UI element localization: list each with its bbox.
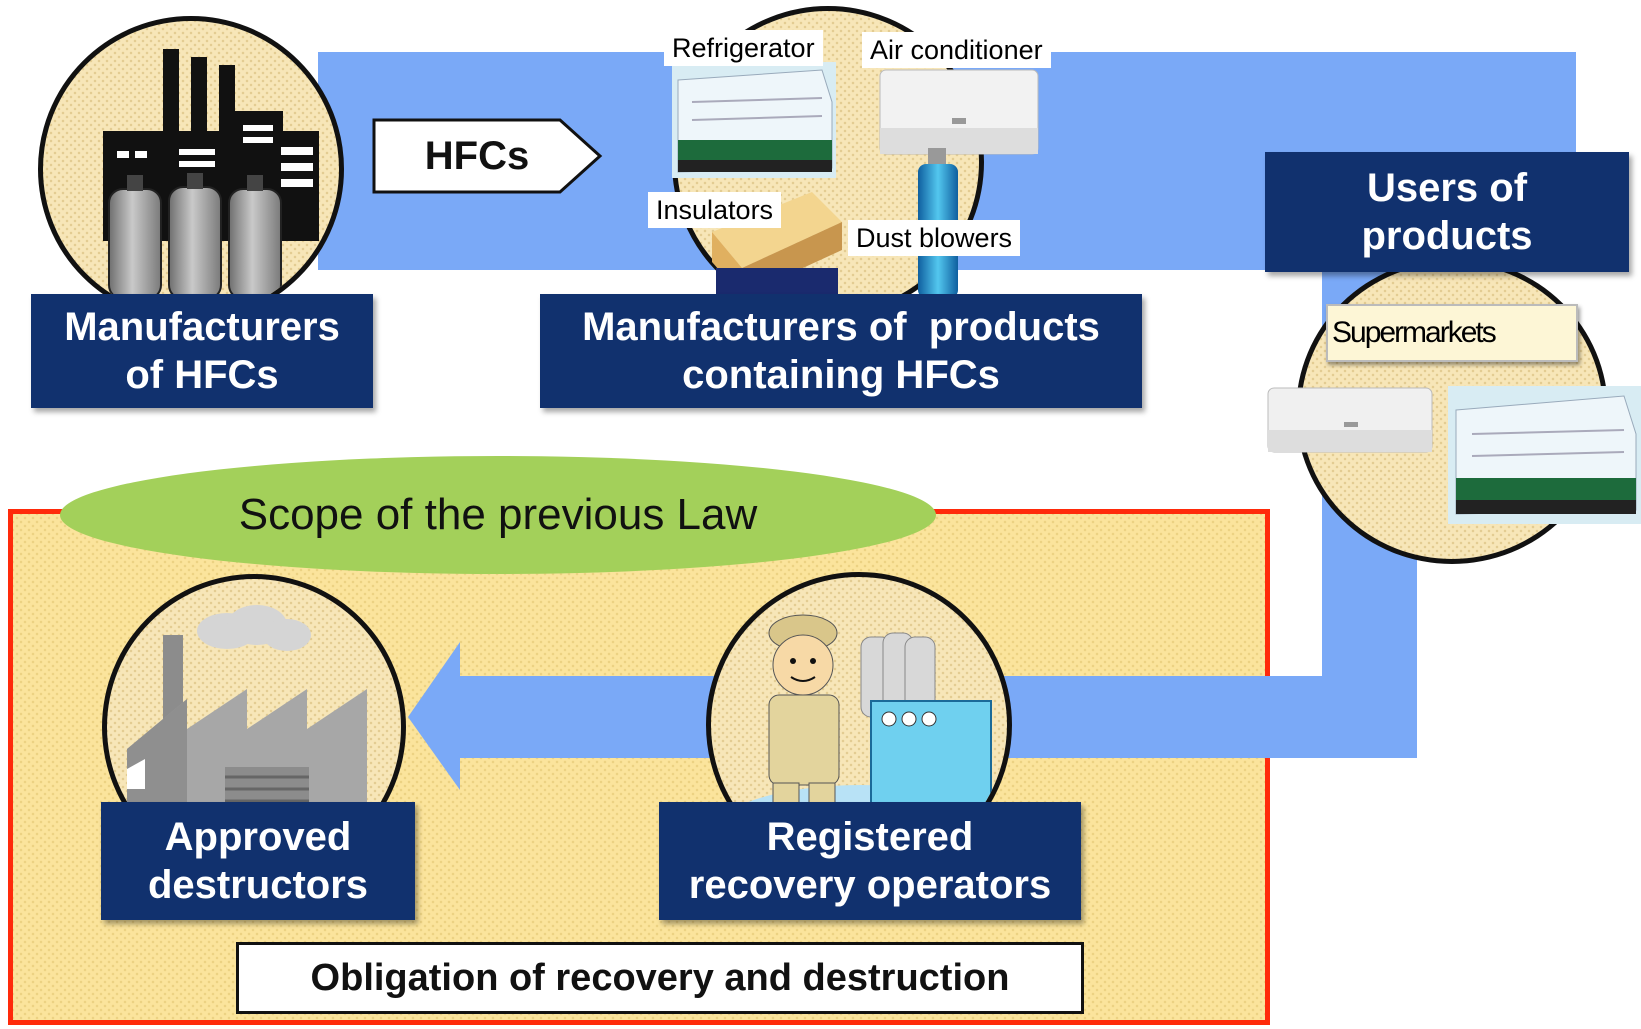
refrigerator-label: Refrigerator (664, 30, 823, 66)
destructors-line1: Approved (164, 815, 352, 859)
air-conditioner-icon (878, 66, 1040, 158)
users-line1: Users of (1366, 166, 1528, 210)
destructors-line2: destructors (147, 863, 369, 907)
supermarkets-tag: Supermarkets (1326, 304, 1578, 362)
product-manufacturers-label: Manufacturers of products containing HFC… (540, 294, 1142, 408)
worker-icon (768, 614, 840, 834)
users-showcase-icon (1448, 386, 1641, 524)
product-manufacturers-line1: Manufacturers of products (582, 305, 1100, 349)
obligation-label: Obligation of recovery and destruction (236, 942, 1084, 1014)
insulator-board-icon (712, 192, 842, 296)
air-conditioner-label: Air conditioner (862, 32, 1051, 68)
users-air-conditioner-icon (1266, 386, 1434, 454)
product-manufacturers-line2: containing HFCs (682, 353, 1000, 397)
users-line2: products (1361, 214, 1533, 258)
scope-label: Scope of the previous Law (238, 490, 758, 539)
recovery-operators-line1: Registered (766, 815, 974, 859)
recovery-operators-line2: recovery operators (688, 863, 1052, 907)
gas-cylinder-icon (108, 173, 282, 299)
hfc-manufacturers-label: Manufacturers of HFCs (31, 294, 373, 408)
hfc-manufacturer-circle (38, 16, 344, 322)
destructors-label: Approved destructors (101, 802, 415, 920)
hfcs-arrow (372, 118, 603, 194)
recovery-machine-icon (809, 632, 992, 834)
hfc-manufacturers-line1: Manufacturers (64, 305, 340, 349)
hfc-manufacturers-line2: of HFCs (125, 353, 279, 397)
scope-ellipse (60, 456, 936, 574)
hfcs-arrow-label: HFCs (424, 133, 530, 178)
refrigerated-showcase-icon (672, 62, 836, 178)
insulators-label: Insulators (648, 192, 782, 228)
recovery-operators-label: Registered recovery operators (659, 802, 1081, 920)
users-label: Users of products (1265, 152, 1629, 272)
dust-blowers-label: Dust blowers (848, 220, 1021, 256)
